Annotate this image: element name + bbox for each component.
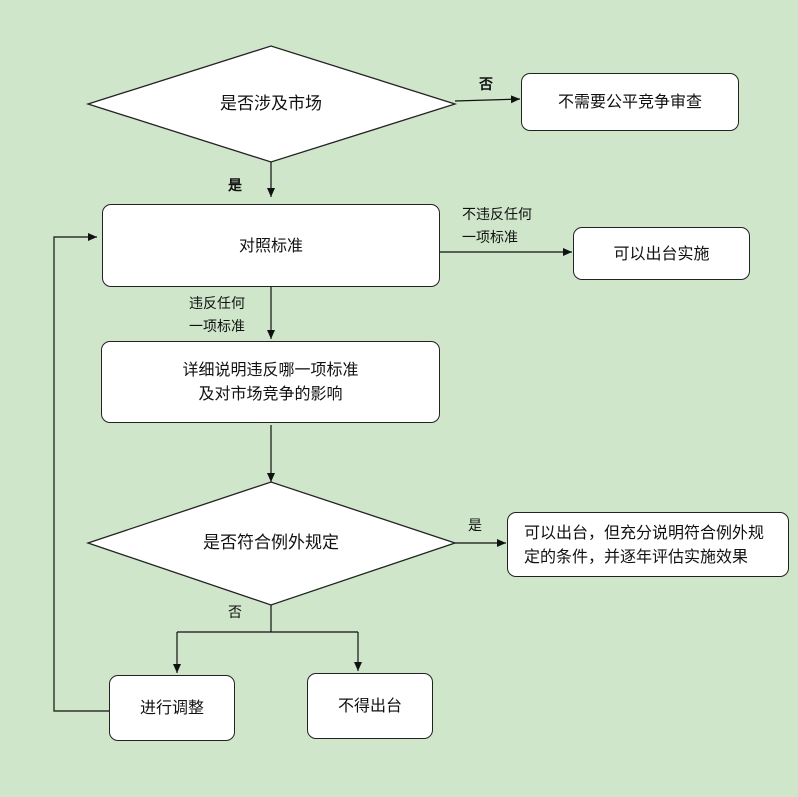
explain-violation-box: 详细说明违反哪一项标准 及对市场竞争的影响 bbox=[101, 341, 440, 423]
market-decision-text: 是否涉及市场 bbox=[220, 94, 322, 114]
not-allowed-box: 不得出台 bbox=[307, 673, 433, 739]
edge-label-not-violate: 不违反任何 一项标准 bbox=[462, 207, 532, 246]
can-implement-box: 可以出台实施 bbox=[573, 227, 750, 280]
arrow-loop-back bbox=[53, 233, 109, 712]
exception-ok-box: 可以出台，但充分说明符合例外规 定的条件，并逐年评估实施效果 bbox=[507, 512, 789, 577]
edge-label-no-2: 否 bbox=[228, 605, 242, 621]
edge-label-yes-1: 是 bbox=[228, 178, 242, 194]
exception-decision-text: 是否符合例外规定 bbox=[203, 533, 339, 553]
edge-label-yes-2: 是 bbox=[468, 518, 482, 534]
check-standard-box: 对照标准 bbox=[102, 204, 440, 287]
no-review-box: 不需要公平竞争审查 bbox=[521, 73, 739, 131]
market-decision-diamond bbox=[85, 45, 458, 163]
arrow-no-review bbox=[454, 95, 521, 104]
adjust-box: 进行调整 bbox=[109, 675, 235, 741]
edge-label-no-1: 否 bbox=[479, 77, 493, 93]
edge-label-violate: 违反任何 一项标准 bbox=[189, 296, 245, 335]
